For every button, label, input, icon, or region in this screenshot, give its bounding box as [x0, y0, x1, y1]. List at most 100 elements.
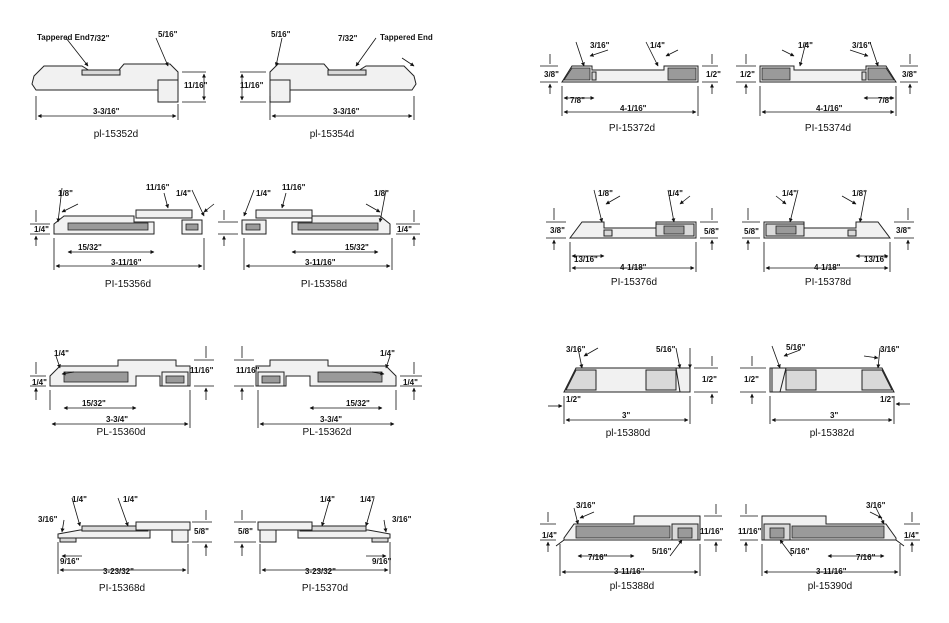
dim-label: 5/16" — [158, 30, 178, 39]
dim-label: 1/4" — [320, 495, 335, 504]
diagram-PI-15376d: 1/8" 1/4" 3/8" 5/8" 13/16" 4-1/18" PI-15… — [546, 189, 719, 288]
dim-label: 9/16" — [372, 557, 392, 566]
dim-label: 1/4" — [650, 41, 665, 50]
dim-label: 3-11/16" — [816, 567, 847, 576]
dim-label: 3/16" — [866, 501, 886, 510]
part-drawing — [569, 221, 697, 239]
dim-label: 1/8" — [374, 189, 389, 198]
dim-label: 7/32" — [338, 34, 358, 43]
dim-label: 1/4" — [782, 189, 797, 198]
dim-label: 5/8" — [194, 527, 209, 536]
part-drawing — [759, 65, 897, 83]
part-caption: PI-15370d — [302, 583, 348, 594]
dim-label: 7/8" — [570, 96, 585, 105]
dim-label: 7/8" — [878, 96, 893, 105]
dim-label: 4-1/16" — [816, 104, 843, 113]
part-drawing — [769, 367, 895, 393]
dim-label: 5/8" — [704, 227, 719, 236]
part-caption: PI-15374d — [805, 123, 851, 134]
dim-label: 1/4" — [72, 495, 87, 504]
part-drawing — [255, 359, 397, 387]
dim-label: 13/16" — [864, 255, 888, 264]
diagram-PI-15356d: 1/8" 11/16" 1/4" 1/4" 15/32" 3-11/16" PI… — [30, 183, 238, 290]
dim-label: Tappered End — [37, 33, 90, 42]
dim-label: 3/16" — [566, 345, 586, 354]
part-caption: pl-15352d — [94, 129, 138, 140]
part-drawing — [257, 521, 391, 543]
dim-label: 1/4" — [542, 531, 557, 540]
dim-label: 1/4" — [397, 225, 412, 234]
dim-label: 3/16" — [38, 515, 58, 524]
dim-label: 3" — [830, 411, 838, 420]
dim-label: Tappered End — [380, 33, 433, 42]
diagram-pl-15380d: 3/16" 5/16" 1/2" 1/2" 3" pl-15380d — [548, 345, 718, 439]
dim-label: 7/16" — [588, 553, 608, 562]
dim-label: 3-23/32" — [305, 567, 336, 576]
dim-label: 7/32" — [90, 34, 110, 43]
dim-label: 3/16" — [880, 345, 900, 354]
dim-label: 3-11/16" — [614, 567, 645, 576]
diagram-PL-15360d: 1/4" 1/4" 11/16" 15/32" 3-3/4" PL-15360d — [30, 346, 214, 438]
dim-label: 3-3/16" — [333, 107, 360, 116]
dim-label: 3/16" — [852, 41, 872, 50]
part-caption: pl-15390d — [808, 581, 852, 592]
part-drawing — [563, 367, 691, 393]
dim-label: 7/16" — [856, 553, 876, 562]
dim-label: 11/16" — [184, 81, 208, 90]
diagram-PI-15358d: 1/4" 11/16" 1/8" 1/4" 15/32" 3-11/16" PI… — [241, 183, 420, 290]
dim-label: 1/2" — [566, 395, 581, 404]
part-caption: PL-15362d — [303, 427, 352, 438]
dim-label: 1/8" — [58, 189, 73, 198]
part-caption: PI-15378d — [805, 277, 851, 288]
dim-label: 11/16" — [146, 183, 170, 192]
diagram-pl-15382d: 5/16" 3/16" 1/2" 1/2" 3" pl-15382d — [740, 343, 910, 439]
dim-label: 1/4" — [403, 378, 418, 387]
dim-label: 1/4" — [54, 349, 69, 358]
part-caption: pl-15388d — [610, 581, 654, 592]
part-caption: PI-15368d — [99, 583, 145, 594]
dim-label: 3/16" — [590, 41, 610, 50]
diagram-PI-15374d: 1/4" 3/16" 1/2" 3/8" 7/8" 4-1/16" PI-153… — [736, 41, 918, 134]
part-drawing — [761, 515, 905, 547]
dim-label: 1/8" — [598, 189, 613, 198]
dim-label: 5/16" — [271, 30, 291, 39]
dim-label: 11/16" — [700, 527, 724, 536]
dim-label: 3-3/16" — [93, 107, 120, 116]
part-caption: PI-15376d — [611, 277, 657, 288]
dim-label: 5/16" — [790, 547, 810, 556]
part-drawing — [57, 521, 191, 543]
dim-label: 13/16" — [574, 255, 598, 264]
dim-label: 11/16" — [738, 527, 762, 536]
dim-label: 1/4" — [904, 531, 919, 540]
diagram-PI-15368d: 1/4" 1/4" 3/16" 5/8" 9/16" 3-23/32" PI-1… — [38, 495, 212, 594]
dim-label: 5/8" — [238, 527, 253, 536]
dim-label: 1/4" — [798, 41, 813, 50]
dim-label: 1/2" — [706, 70, 721, 79]
dim-label: 1/4" — [34, 225, 49, 234]
dim-label: 1/2" — [744, 375, 759, 384]
dim-label: 1/4" — [256, 189, 271, 198]
dim-label: 9/16" — [60, 557, 80, 566]
diagram-pl-15388d: 3/16" 1/4" 11/16" 7/16" 5/16" 3-11/16" p… — [540, 501, 724, 592]
diagram-PL-15362d: 11/16" 1/4" 1/4" 15/32" 3-3/4" PL-15362d — [234, 346, 422, 438]
diagram-PI-15372d: 3/16" 1/4" 3/8" 1/2" 7/8" 4-1/16" PI-153… — [540, 41, 721, 134]
dim-label: 11/16" — [282, 183, 306, 192]
dim-label: 3/16" — [576, 501, 596, 510]
dim-label: 5/16" — [652, 547, 672, 556]
part-drawing — [555, 515, 701, 547]
part-caption: pl-15354d — [310, 129, 354, 140]
dim-label: 4-1/18" — [620, 263, 647, 272]
dim-label: 3/16" — [392, 515, 412, 524]
dim-label: 4-1/18" — [814, 263, 841, 272]
dim-label: 1/4" — [668, 189, 683, 198]
dim-label: 11/16" — [240, 81, 264, 90]
part-caption: PI-15372d — [609, 123, 655, 134]
diagram-PI-15370d: 1/4" 1/4" 5/8" 3/16" 9/16" 3-23/32" PI-1… — [234, 495, 412, 594]
dim-label: 1/4" — [123, 495, 138, 504]
part-drawing — [49, 359, 191, 387]
dim-label: 3/8" — [896, 226, 911, 235]
dim-label: 3-3/4" — [106, 415, 128, 424]
part-drawing — [561, 65, 699, 83]
dim-label: 15/32" — [82, 399, 106, 408]
dim-label: 1/4" — [176, 189, 191, 198]
